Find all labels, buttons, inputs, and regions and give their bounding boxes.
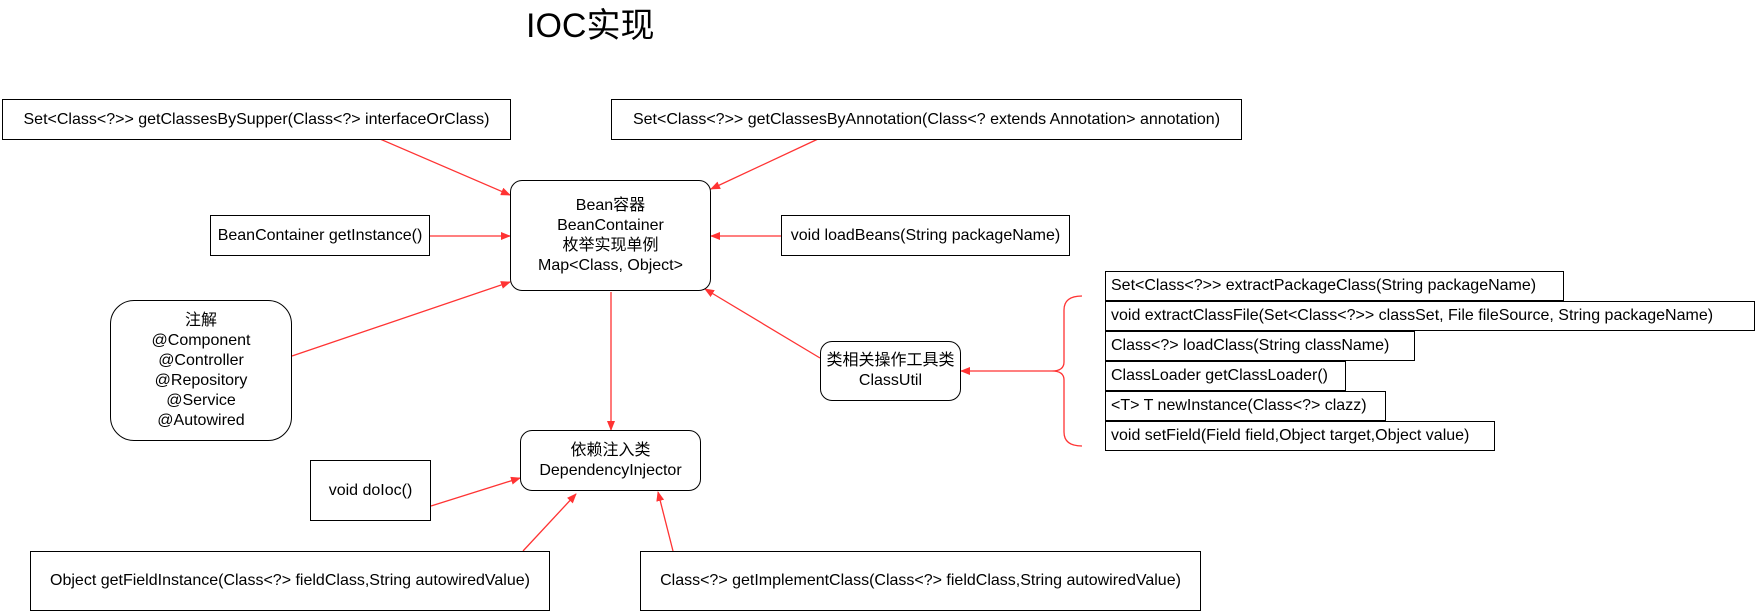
set-field-label: void setField(Field field,Object target,… [1111,427,1470,444]
annotations-line-6: @Autowired [157,411,245,429]
bean-container-line-4: Map<Class, Object> [538,256,683,274]
annotations-line-1: 注解 [184,311,217,329]
annotations-node: 注解 @Component @Controller @Repository @S… [110,300,292,441]
get-instance-label: BeanContainer getInstance() [217,226,423,244]
extract-class-file-label: void extractClassFile(Set<Class<?>> clas… [1111,307,1714,324]
load-class-method: Class<?> loadClass(String className) [1105,331,1415,361]
get-implement-class-method: Class<?> getImplementClass(Class<?> fiel… [640,551,1201,611]
get-classes-by-annotation-method: Set<Class<?>> getClassesByAnnotation(Cla… [611,99,1242,140]
get-classes-by-annotation-label: Set<Class<?>> getClassesByAnnotation(Cla… [632,110,1221,128]
method-group-brace [1051,295,1083,447]
bean-container-line-1: Bean容器 [575,196,646,214]
arrow-supper-to-container [379,138,511,196]
new-instance-label: <T> T newInstance(Class<?> clazz) [1111,397,1367,414]
arrow-annotations-to-container [291,281,511,357]
arrow-classutil-to-container [704,288,821,359]
get-class-loader-label: ClassLoader getClassLoader() [1111,367,1328,384]
get-class-loader-method: ClassLoader getClassLoader() [1105,361,1346,391]
annotations-line-4: @Repository [154,371,248,389]
dependency-injector-line-2: DependencyInjector [539,461,682,479]
get-implement-class-label: Class<?> getImplementClass(Class<?> fiel… [660,572,1181,589]
arrow-fieldinstance-to-injector [522,493,577,552]
do-ioc-method: void doIoc() [310,460,431,521]
get-classes-by-supper-label: Set<Class<?>> getClassesBySupper(Class<?… [23,110,490,128]
bean-container-node: Bean容器 BeanContainer 枚举实现单例 Map<Class, O… [510,180,711,291]
set-field-method: void setField(Field field,Object target,… [1105,421,1495,451]
bean-container-line-2: BeanContainer [557,216,664,234]
annotations-line-3: @Controller [158,351,244,369]
get-field-instance-method: Object getFieldInstance(Class<?> fieldCl… [30,551,550,611]
annotations-line-5: @Service [166,391,236,409]
get-classes-by-supper-method: Set<Class<?>> getClassesBySupper(Class<?… [2,99,511,140]
load-beans-method: void loadBeans(String packageName) [781,215,1070,256]
extract-package-class-method: Set<Class<?>> extractPackageClass(String… [1105,271,1564,301]
extract-class-file-method: void extractClassFile(Set<Class<?>> clas… [1105,301,1755,331]
bean-container-line-3: 枚举实现单例 [562,236,659,254]
arrow-doioc-to-injector [430,476,521,507]
extract-package-class-label: Set<Class<?>> extractPackageClass(String… [1111,277,1537,294]
arrow-annotation-to-container [710,138,819,190]
annotations-line-2: @Component [151,331,251,349]
new-instance-method: <T> T newInstance(Class<?> clazz) [1105,391,1386,421]
diagram-title: IOC实现 [526,7,655,45]
class-util-line-2: ClassUtil [858,372,923,389]
class-util-line-1: 类相关操作工具类 [826,352,955,369]
arrow-implementclass-to-injector [656,491,674,552]
load-beans-label: void loadBeans(String packageName) [790,226,1061,244]
class-util-node: 类相关操作工具类 ClassUtil [820,341,961,401]
get-field-instance-label: Object getFieldInstance(Class<?> fieldCl… [50,572,530,589]
dependency-injector-node: 依赖注入类 DependencyInjector [520,430,701,491]
do-ioc-label: void doIoc() [328,481,413,499]
dependency-injector-line-1: 依赖注入类 [570,441,651,459]
get-instance-method: BeanContainer getInstance() [210,215,430,256]
load-class-label: Class<?> loadClass(String className) [1111,337,1390,354]
